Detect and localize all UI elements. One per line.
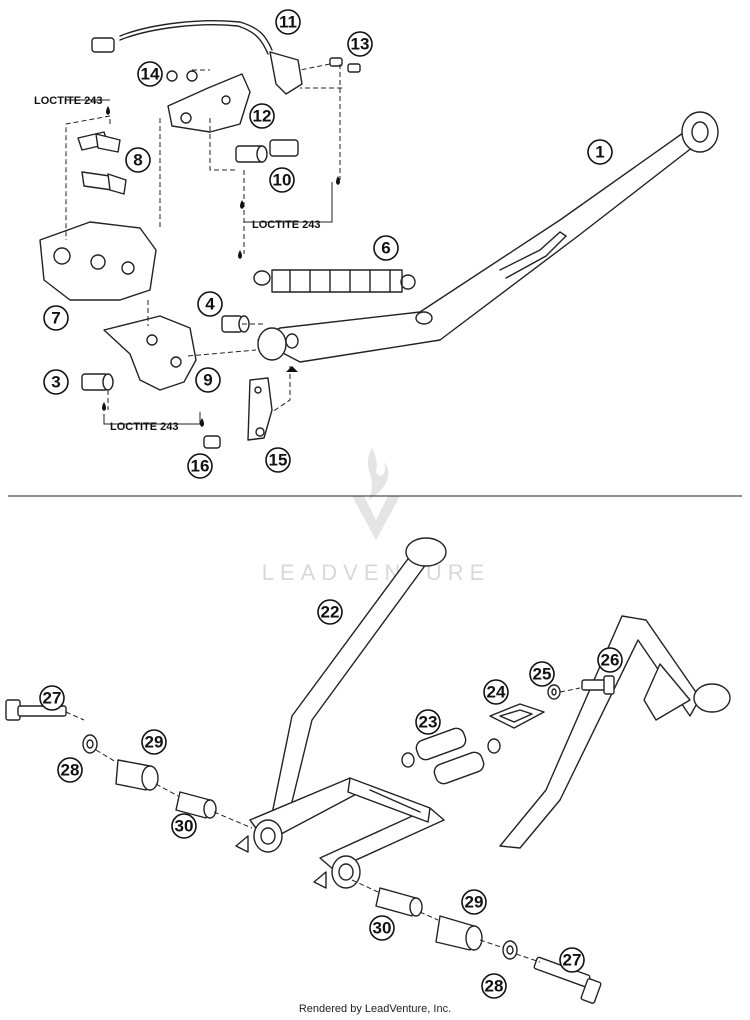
callout-9: 9 [195,367,221,393]
svg-text:30: 30 [175,817,194,836]
part-27-bolt-right [533,956,602,1004]
callout-13: 13 [347,31,373,57]
callout-28-left: 28 [57,757,83,783]
part-25-washer [547,684,561,700]
top-leader-lines [65,63,342,425]
loctite-label-top: LOCTITE 243 [34,95,102,107]
callout-26: 26 [597,647,623,673]
callout-29-left: 29 [141,729,167,755]
bottom-leader-lines [65,687,581,963]
watermark-v-icon [352,496,400,540]
footer-credit: Rendered by LeadVenture, Inc. [299,1003,451,1015]
svg-text:14: 14 [141,65,160,84]
callout-24: 24 [483,679,509,705]
part-30-sleeves [175,791,423,917]
part-26-bolt [581,675,615,695]
part-29-bushings [115,759,483,951]
watermark-flame-icon [368,448,389,500]
callout-27-left: 27 [39,685,65,711]
svg-text:3: 3 [51,373,60,392]
svg-text:29: 29 [145,733,164,752]
part-3-bushing [81,373,114,391]
part-9-plate [103,315,197,391]
svg-text:9: 9 [203,371,212,390]
svg-text:27: 27 [43,689,62,708]
callout-30-right: 30 [369,915,395,941]
part-14-nuts [166,70,198,82]
callout-12: 12 [249,103,275,129]
part-15-strap [247,377,273,441]
svg-text:27: 27 [563,951,582,970]
callout-16: 16 [187,453,213,479]
callout-22: 22 [317,599,343,625]
part-11-sensor [91,20,303,95]
watermark: LEADVENTURE [262,448,491,585]
callout-15: 15 [265,447,291,473]
callout-30-left: 30 [171,813,197,839]
callout-27-right: 27 [559,947,585,973]
callout-10: 10 [269,167,295,193]
svg-text:15: 15 [269,451,288,470]
svg-text:10: 10 [273,171,292,190]
svg-text:6: 6 [381,239,390,258]
callout-1: 1 [587,139,613,165]
callout-4: 4 [197,291,223,317]
callout-7: 7 [43,305,69,331]
part-1-side-stand [257,111,719,363]
loctite-label-mid: LOCTITE 243 [252,219,320,231]
svg-text:28: 28 [485,977,504,996]
part-10-bolts [235,139,299,163]
callout-6: 6 [373,235,399,261]
callout-25: 25 [529,661,555,687]
part-28-washers [82,734,518,960]
svg-text:11: 11 [279,13,297,32]
svg-text:12: 12 [253,107,272,126]
svg-text:29: 29 [465,893,484,912]
part-13-screws [329,57,361,73]
svg-text:22: 22 [321,603,340,622]
svg-text:25: 25 [533,665,552,684]
callout-29-right: 29 [461,889,487,915]
part-24-bracket [489,703,545,729]
svg-text:24: 24 [487,683,506,702]
part-7-bracket [39,221,157,301]
callout-8: 8 [125,147,151,173]
svg-text:16: 16 [191,457,210,476]
loctite-drops [102,106,340,427]
svg-text:7: 7 [51,309,60,328]
watermark-brand: LEADVENTURE [262,560,491,585]
svg-text:1: 1 [595,143,604,162]
part-22-center-stand [235,537,731,889]
svg-text:8: 8 [133,151,142,170]
callout-3: 3 [43,369,69,395]
callout-23: 23 [415,709,441,735]
part-8-bolts [77,131,127,195]
svg-text:30: 30 [373,919,392,938]
callout-14: 14 [137,61,163,87]
loctite-label-bottom: LOCTITE 243 [110,421,178,433]
part-12-plate [167,73,251,133]
svg-text:26: 26 [601,651,620,670]
svg-text:13: 13 [351,35,370,54]
part-6-spring [253,269,416,293]
callout-28-right: 28 [481,973,507,999]
svg-text:4: 4 [205,295,215,314]
part-16-nut [203,435,221,449]
part-23-springs [401,727,501,785]
svg-text:23: 23 [419,713,438,732]
svg-text:28: 28 [61,761,80,780]
callout-11: 11 [275,9,301,35]
